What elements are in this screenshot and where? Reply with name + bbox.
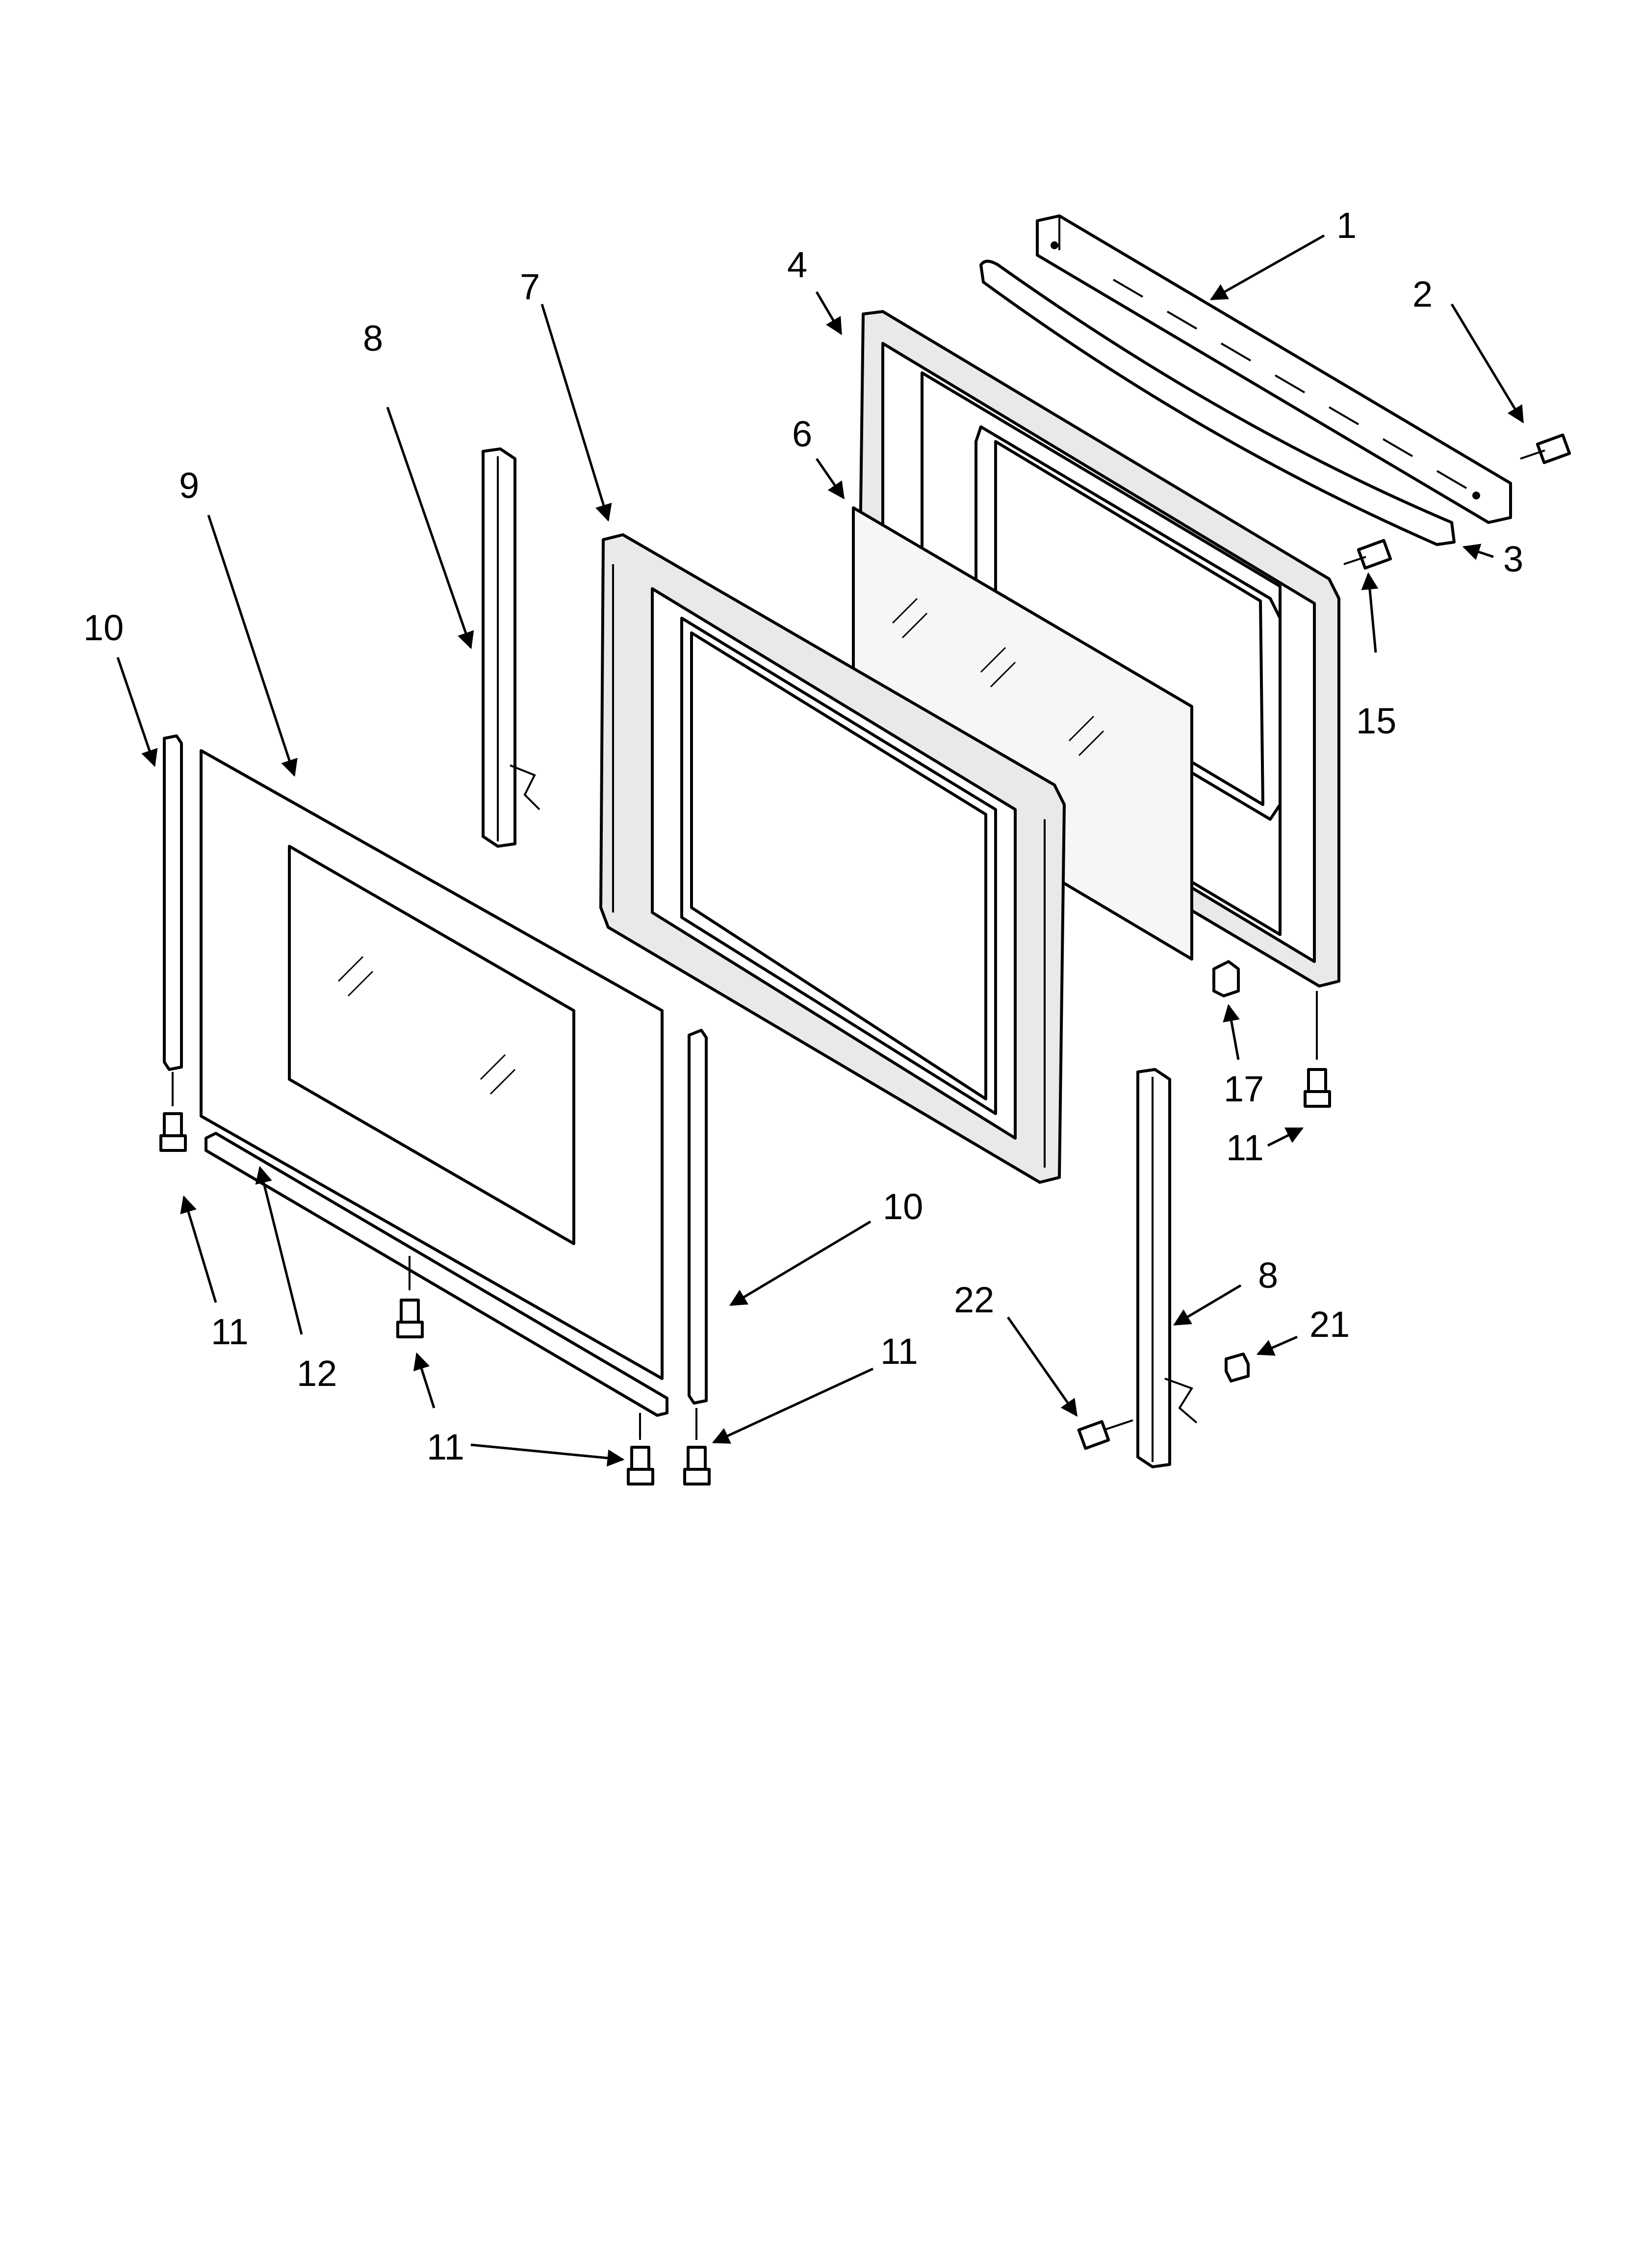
callout-6: 6 (792, 414, 812, 454)
callout-21: 21 (1309, 1304, 1350, 1345)
callout-8-right: 8 (1258, 1255, 1278, 1296)
callout-22: 22 (954, 1279, 994, 1320)
part-17-clip (1212, 960, 1240, 997)
part-3-door-handle (979, 260, 1456, 546)
part-1-door-vent-trim (1036, 214, 1512, 524)
callout-3: 3 (1503, 539, 1523, 579)
callout-11-right: 11 (1226, 1127, 1264, 1168)
screw-11-bottom-a (627, 1413, 654, 1486)
part-2-screw (1520, 433, 1571, 465)
callout-10-left: 10 (83, 607, 124, 648)
part-12-bottom-trim (205, 1132, 668, 1417)
part-8-hinge-bracket-right (1136, 1068, 1198, 1468)
callout-1: 1 (1336, 205, 1357, 246)
callout-10-right: 10 (883, 1186, 923, 1227)
callout-2: 2 (1412, 274, 1433, 314)
screw-11-right (1304, 991, 1331, 1108)
screw-11-bottom-b (683, 1408, 711, 1486)
callout-11-bottom: 11 (427, 1427, 464, 1467)
part-9-outer-door-glass (200, 749, 664, 1380)
part-21-clip (1225, 1353, 1250, 1382)
callout-17: 17 (1224, 1069, 1264, 1109)
callout-8-left: 8 (363, 318, 383, 359)
callout-4: 4 (787, 244, 807, 285)
part-10-side-trim-left (163, 734, 183, 1071)
callout-9: 9 (179, 465, 199, 506)
part-7-door-frame (599, 533, 1066, 1184)
part-8-hinge-bracket-left (482, 447, 540, 848)
callout-12: 12 (297, 1353, 337, 1394)
callout-11-bottom-right: 11 (880, 1331, 918, 1372)
screw-11-bottom-mid (396, 1256, 424, 1338)
callout-7: 7 (520, 266, 540, 307)
part-15-screw (1343, 539, 1392, 570)
leader-lines (116, 234, 1524, 1467)
part-22-screw (1077, 1419, 1133, 1450)
screw-11-left (159, 1072, 187, 1152)
callout-labels: 1 2 3 4 6 7 8 8 9 10 10 11 11 11 11 12 1… (83, 205, 1523, 1467)
part-11-screws (159, 991, 1331, 1486)
part-10-side-trim-right (688, 1029, 708, 1405)
callout-15: 15 (1356, 701, 1396, 741)
callout-11-left: 11 (211, 1311, 249, 1352)
